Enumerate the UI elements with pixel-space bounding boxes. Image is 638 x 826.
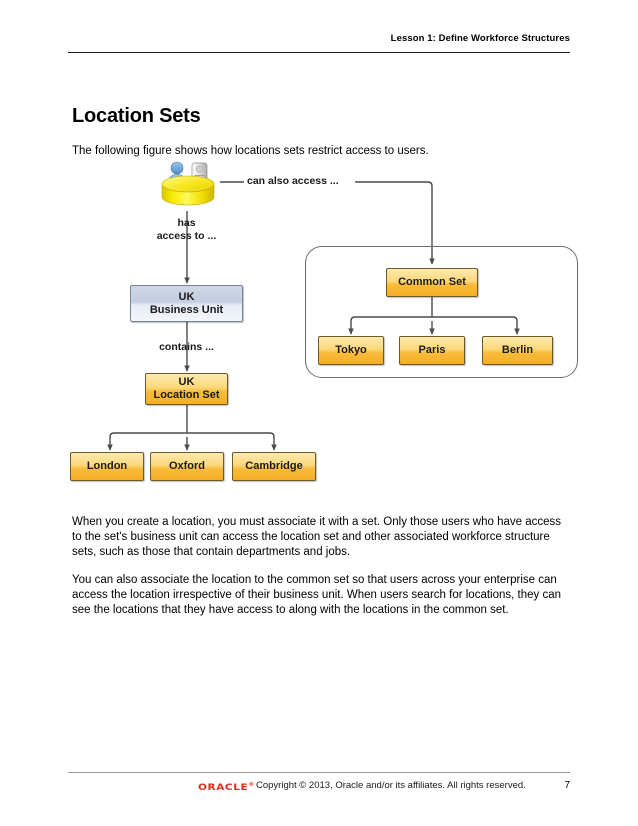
page-number: 7 <box>564 780 570 791</box>
edge-label-access-to: access to ... <box>156 230 217 242</box>
intro-paragraph: The following figure shows how locations… <box>72 144 429 157</box>
header-divider <box>68 52 570 53</box>
edge-label-has-access-to: has access to ... <box>130 217 243 243</box>
running-head: Lesson 1: Define Workforce Structures <box>390 33 570 44</box>
oracle-logo: ORACLE® <box>198 782 255 793</box>
body-paragraph-2: You can also associate the location to t… <box>72 573 561 616</box>
node-uk-location-set-line2: Location Set <box>153 389 220 401</box>
node-uk-location-set-line1: UK <box>178 376 195 388</box>
location-sets-diagram: has access to ... contains ... can also … <box>0 155 638 495</box>
edge-label-has: has <box>177 217 196 229</box>
node-common-set: Common Set <box>386 268 478 297</box>
edge-can-also-access-to-common-set <box>355 181 435 265</box>
footer-copyright: Copyright © 2013, Oracle and/or its affi… <box>256 780 526 791</box>
user-records-cylinder-icon <box>161 161 215 206</box>
oracle-registered-mark: ® <box>248 781 255 788</box>
node-uk-business-unit-line2: Business Unit <box>149 303 224 316</box>
edge-common-set-bus <box>350 316 518 322</box>
node-london: London <box>70 452 144 481</box>
page-title: Location Sets <box>72 105 201 128</box>
node-uk-business-unit-line1: UK <box>178 290 195 303</box>
oracle-logo-text: ORACLE <box>198 782 249 793</box>
node-cambridge: Cambridge <box>232 452 316 481</box>
node-berlin: Berlin <box>482 336 553 365</box>
node-uk-location-set: UK Location Set <box>145 373 228 405</box>
node-paris: Paris <box>399 336 465 365</box>
footer: ORACLE® Copyright © 2013, Oracle and/or … <box>68 779 570 795</box>
edge-label-can-also-access: can also access ... <box>247 175 339 187</box>
body-paragraph-1: When you create a location, you must ass… <box>72 515 561 558</box>
edge-location-set-bus <box>109 432 275 438</box>
footer-divider <box>68 772 570 773</box>
node-oxford: Oxford <box>150 452 224 481</box>
diagram-connectors <box>107 181 520 451</box>
edge-label-contains: contains ... <box>159 341 214 353</box>
node-tokyo: Tokyo <box>318 336 384 365</box>
common-set-panel <box>305 246 578 378</box>
node-uk-business-unit: UK Business Unit <box>130 285 243 322</box>
